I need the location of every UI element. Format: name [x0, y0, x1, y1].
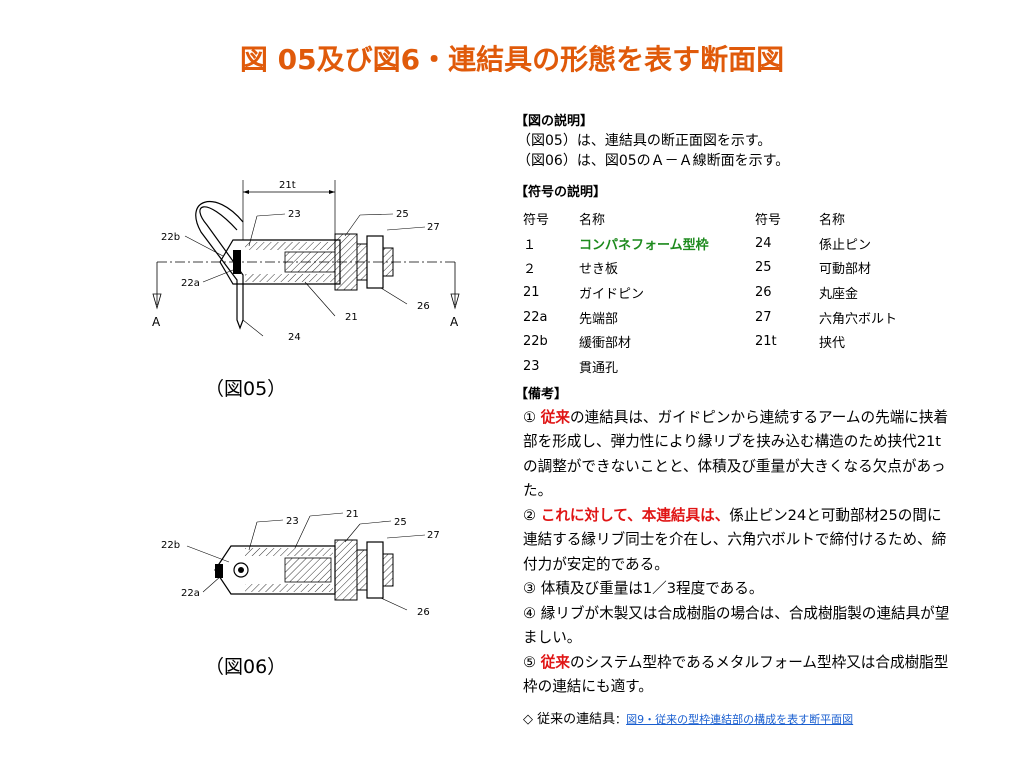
table-cell: 挟代 — [819, 336, 846, 352]
see-also-label: ◇ 従来の連結具 — [523, 711, 616, 727]
table-row: 21 ガイドピン 26 丸座金 — [523, 280, 897, 305]
symbols-table: 符号 名称 符号 名称 １ コンパネフォーム型枠 24 係止ピン ２ せき板 2… — [523, 206, 897, 379]
column-header: 名称 — [819, 212, 846, 228]
page-title: 図 05及び図6・連結具の形態を表す断面図 — [239, 43, 785, 76]
label-25: 25 — [396, 209, 409, 220]
table-row: 22a 先端部 27 六角穴ボルト — [523, 305, 897, 330]
remark-item: ① 従来の連結具は、ガイドピンから連続するアームの先端に挟着部を形成し、弾力性に… — [523, 406, 953, 504]
figure-06-caption: （図06） — [205, 656, 287, 678]
label-22a: 22a — [181, 588, 200, 599]
remark-highlight: 従来 — [540, 653, 570, 671]
table-cell: 27 — [755, 309, 772, 325]
table-cell: 貫通孔 — [579, 360, 619, 376]
label-a-left: A — [152, 315, 161, 329]
column-header: 符号 — [755, 212, 782, 228]
explanation-panel: 【図の説明】 （図05）は、連結具の断正面図を示す。 （図06）は、図05のＡ－… — [515, 110, 955, 727]
remark-text: 係止ピン24と可動部材25の間に連結する縁リブ同士を介在し、六角穴ボルトで締付け… — [523, 506, 947, 573]
table-cell: 22a — [523, 309, 548, 325]
label-21t: 21t — [279, 180, 296, 191]
label-25: 25 — [394, 517, 407, 528]
label-27: 27 — [427, 530, 440, 541]
label-21: 21 — [346, 509, 359, 520]
label-26: 26 — [417, 607, 430, 618]
table-cell: 24 — [755, 235, 772, 251]
table-cell: 可動部材 — [819, 262, 872, 278]
label-a-right: A — [450, 315, 459, 329]
remark-highlight: これに対して、本連結具は、 — [540, 506, 730, 524]
remark-item: ⑤ 従来のシステム型枠であるメタルフォーム型枠又は合成樹脂型枠の連結にも適す。 — [523, 651, 953, 700]
column-header: 名称 — [579, 212, 606, 228]
see-also: ◇ 従来の連結具：図9・従来の型枠連結部の構成を表す断平面図 — [523, 708, 955, 727]
label-23: 23 — [288, 209, 301, 220]
table-cell: １ — [523, 237, 537, 253]
label-22b: 22b — [161, 232, 180, 243]
table-cell — [755, 354, 819, 379]
remark-number: ② — [523, 506, 537, 524]
table-cell: 21 — [523, 284, 540, 300]
column-header: 符号 — [523, 212, 550, 228]
see-also-separator: ： — [615, 712, 627, 726]
remarks-list: ① 従来の連結具は、ガイドピンから連続するアームの先端に挟着部を形成し、弾力性に… — [523, 406, 953, 700]
table-row: ２ せき板 25 可動部材 — [523, 255, 897, 280]
label-27: 27 — [427, 222, 440, 233]
table-header-row: 符号 名称 符号 名称 — [523, 206, 897, 231]
figure-05-drawing: 21t A A 22b 22a 23 25 27 26 21 24 — [152, 180, 460, 343]
table-cell: 緩衝部材 — [579, 336, 632, 352]
remarks-header: 【備考】 — [515, 386, 568, 402]
clip-arm — [195, 201, 244, 330]
symbols-header: 【符号の説明】 — [515, 185, 607, 200]
table-cell: ガイドピン — [579, 286, 645, 302]
label-24: 24 — [288, 332, 301, 343]
table-cell: 25 — [755, 260, 772, 276]
table-row: 23 貫通孔 — [523, 354, 897, 379]
see-also-link[interactable]: 図9・従来の型枠連結部の構成を表す断平面図 — [626, 712, 854, 726]
remark-item: ④ 縁リブが木製又は合成樹脂の場合は、合成樹脂製の連結具が望ましい。 — [523, 604, 950, 647]
table-row: １ コンパネフォーム型枠 24 係止ピン — [523, 231, 897, 256]
figure-05-caption: （図05） — [205, 378, 287, 400]
table-cell: ２ — [523, 262, 537, 278]
table-cell: コンパネフォーム型枠 — [579, 237, 709, 253]
label-23: 23 — [286, 516, 299, 527]
dimension-21t: 21t — [242, 180, 336, 240]
remark-number: ① — [523, 408, 537, 426]
label-22a: 22a — [181, 278, 200, 289]
table-cell — [819, 354, 897, 379]
label-21: 21 — [345, 312, 358, 323]
table-cell: せき板 — [579, 262, 619, 278]
table-cell: 係止ピン — [819, 237, 872, 253]
figure-description-header: 【図の説明】 — [515, 114, 594, 129]
table-cell: 丸座金 — [819, 286, 859, 302]
movable-member-section — [334, 539, 394, 601]
label-22b: 22b — [161, 540, 180, 551]
table-cell: 26 — [755, 284, 772, 300]
table-row: 22b 緩衝部材 21t 挟代 — [523, 329, 897, 354]
remark-text: の連結具は、ガイドピンから連続するアームの先端に挟着部を形成し、弾力性により縁リ… — [523, 408, 949, 500]
table-cell: 23 — [523, 358, 540, 374]
label-26: 26 — [417, 301, 430, 312]
figure-06-drawing: 22b 22a 23 21 25 27 26 — [161, 509, 440, 618]
table-cell: 22b — [523, 334, 548, 350]
remark-text: のシステム型枠であるメタルフォーム型枠又は合成樹脂型枠の連結にも適す。 — [523, 653, 949, 696]
table-cell: 先端部 — [579, 311, 619, 327]
table-cell: 21t — [755, 334, 777, 350]
guide-pin-section — [214, 545, 336, 595]
remark-item: ③ 体積及び重量は1／3程度である。 — [523, 580, 764, 598]
description-line: （図06）は、図05のＡ－Ａ線断面を示す。 — [517, 153, 790, 169]
movable-member — [334, 233, 394, 291]
remark-number: ⑤ — [523, 653, 537, 671]
description-line: （図05）は、連結具の断正面図を示す。 — [517, 133, 772, 149]
remark-item: ② これに対して、本連結具は、係止ピン24と可動部材25の間に連結する縁リブ同士… — [523, 504, 953, 578]
remark-highlight: 従来 — [540, 408, 570, 426]
table-cell: 六角穴ボルト — [819, 311, 898, 327]
figure-description: （図05）は、連結具の断正面図を示す。 （図06）は、図05のＡ－Ａ線断面を示す… — [517, 131, 955, 171]
